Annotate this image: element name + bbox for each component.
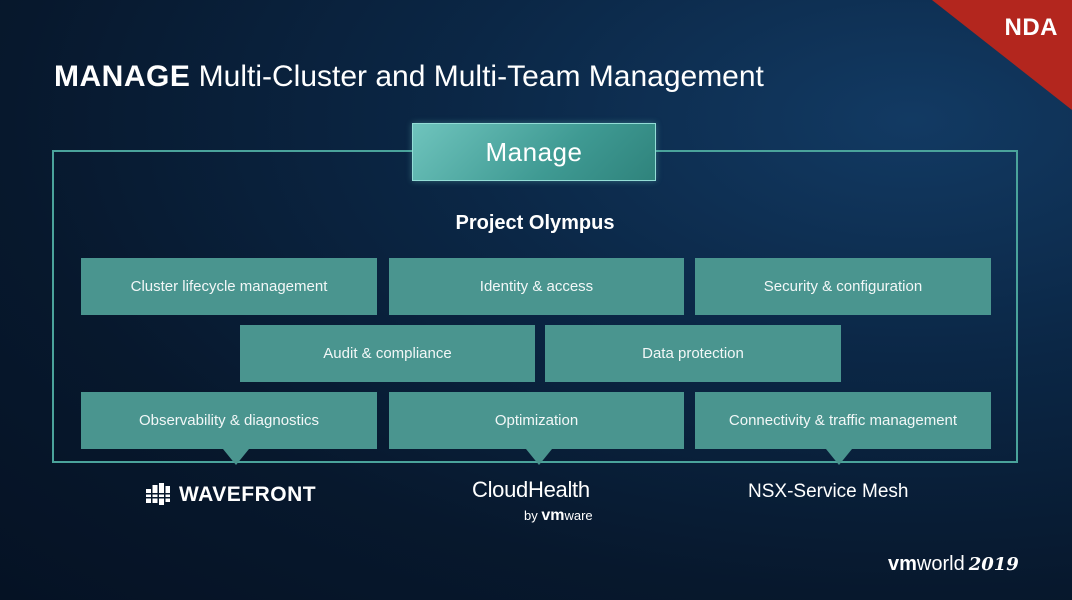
cloudhealth-ware: ware	[564, 508, 593, 523]
cloudhealth-by: by	[524, 508, 542, 523]
slide-title-strong: MANAGE	[54, 60, 191, 93]
slide-title: MANAGE Multi-Cluster and Multi-Team Mana…	[54, 60, 764, 94]
tile-optimization: Optimization	[389, 392, 684, 449]
tile-connectivity-traffic: Connectivity & traffic management	[695, 392, 991, 449]
nda-badge: NDA	[1004, 14, 1058, 41]
cloudhealth-vm: vm	[541, 507, 565, 524]
tile-identity-access: Identity & access	[389, 258, 684, 315]
tile-security-configuration: Security & configuration	[695, 258, 991, 315]
pointer-wavefront	[223, 449, 249, 465]
slide-title-rest: Multi-Cluster and Multi-Team Management	[190, 60, 764, 93]
cloudhealth-logo-name: CloudHealth	[472, 477, 590, 502]
cloudhealth-logo: CloudHealth by vmware	[472, 477, 612, 524]
tile-cluster-lifecycle: Cluster lifecycle management	[81, 258, 377, 315]
vmworld-world: world	[916, 553, 965, 575]
wavefront-logo-text: WAVEFRONT	[179, 483, 317, 506]
tile-observability-diagnostics: Observability & diagnostics	[81, 392, 377, 449]
nsx-service-mesh-logo: NSX-Service Mesh	[748, 481, 909, 502]
vmworld-year: 2019	[968, 554, 1019, 575]
project-title: Project Olympus	[455, 212, 615, 234]
wavefront-logo-icon	[146, 483, 170, 505]
manage-header: Manage	[412, 123, 656, 181]
vmworld-vm: vm	[888, 553, 917, 575]
pointer-nsx	[826, 449, 852, 465]
tile-data-protection: Data protection	[545, 325, 841, 382]
nda-corner-ribbon	[932, 0, 1072, 110]
cloudhealth-logo-byline: by vmware	[524, 507, 593, 525]
wavefront-logo: WAVEFRONT	[146, 481, 316, 509]
tile-audit-compliance: Audit & compliance	[240, 325, 535, 382]
pointer-cloudhealth	[526, 449, 552, 465]
